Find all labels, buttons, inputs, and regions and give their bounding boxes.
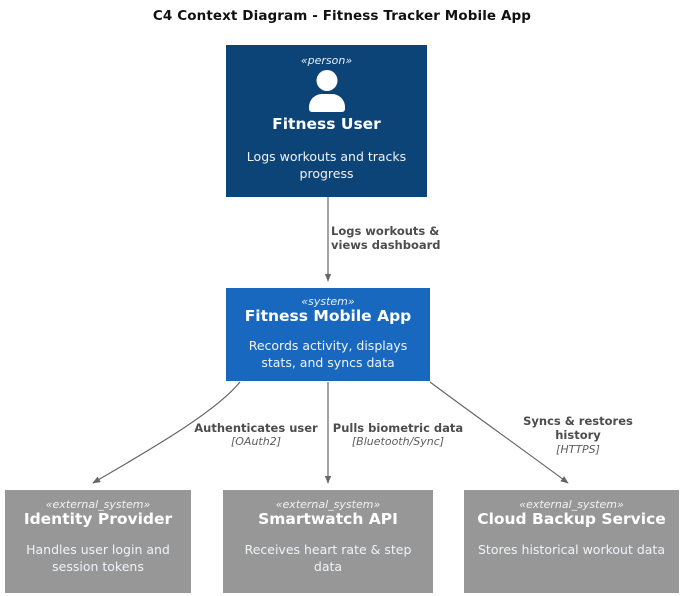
node-title: Identity Provider (23, 510, 173, 529)
node-external-identity-provider[interactable]: «external_system» Identity Provider Hand… (5, 490, 191, 593)
node-system-fitness-mobile-app[interactable]: «system» Fitness Mobile App Records acti… (226, 288, 430, 381)
node-title: Fitness User (272, 115, 381, 134)
node-description: Receives heart rate & step data (244, 541, 412, 574)
node-description: Handles user login and session tokens (26, 541, 170, 574)
node-stereotype: «external_system» (275, 498, 381, 511)
node-description: Records activity, displays stats, and sy… (248, 337, 408, 370)
node-title: Fitness Mobile App (244, 307, 412, 326)
node-person-fitness-user[interactable]: «person» Fitness User Logs workouts and … (226, 45, 427, 197)
edge-label-person-to-system: Logs workouts & views dashboard (331, 224, 466, 253)
edge-label-technology: [Bluetooth/Sync] (351, 435, 445, 449)
node-external-cloud-backup-service[interactable]: «external_system» Cloud Backup Service S… (464, 490, 679, 593)
edge-label-text: Pulls biometric data (332, 421, 464, 435)
node-description: Stores historical workout data (478, 541, 665, 557)
page-title: C4 Context Diagram - Fitness Tracker Mob… (152, 8, 532, 24)
node-stereotype: «external_system» (519, 498, 624, 511)
edge-label-system-to-smartwatch-api: Pulls biometric data [Bluetooth/Sync] (331, 421, 465, 449)
edge-label-system-to-cloud-backup-service: Syncs & restores history [HTTPS] (505, 414, 651, 457)
edge-label-text: Logs workouts & views dashboard (331, 224, 441, 253)
edge-label-text: Syncs & restores history (523, 414, 633, 443)
edge-label-technology: [OAuth2] (230, 435, 282, 449)
person-icon (304, 70, 350, 113)
edge-label-technology: [HTTPS] (556, 442, 600, 456)
node-stereotype: «person» (300, 54, 353, 67)
node-stereotype: «external_system» (45, 498, 151, 511)
edge-label-text: Authenticates user (194, 421, 318, 435)
node-description: Logs workouts and tracks progress (246, 148, 407, 181)
edge-label-system-to-identity-provider: Authenticates user [OAuth2] (186, 421, 326, 449)
node-title: Cloud Backup Service (477, 510, 666, 529)
node-stereotype: «system» (301, 295, 355, 308)
node-title: Smartwatch API (258, 510, 398, 529)
node-external-smartwatch-api[interactable]: «external_system» Smartwatch API Receive… (223, 490, 433, 593)
